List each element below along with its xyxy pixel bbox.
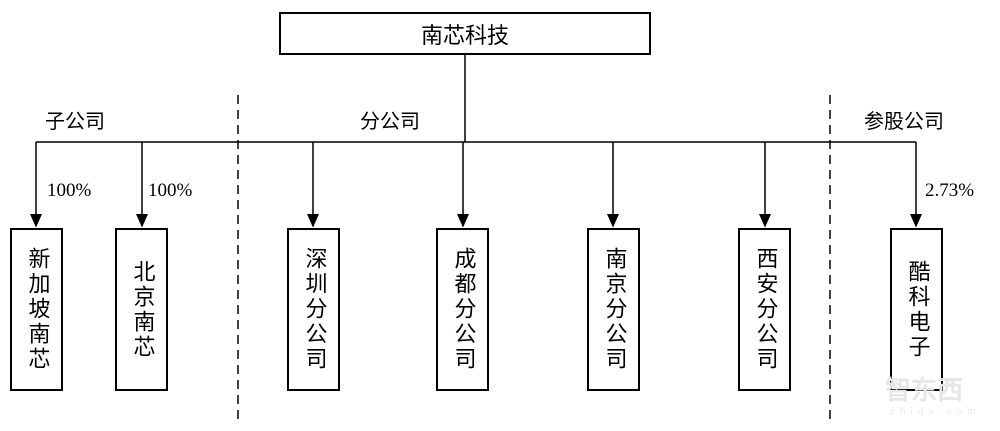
watermark-logo: 智东西 <box>885 376 964 406</box>
node-nanjing-branch: 南京分公司 <box>587 228 640 391</box>
root-node: 南芯科技 <box>279 12 651 55</box>
node-kuke: 酷科电子 <box>890 228 943 391</box>
node-shenzhen-branch: 深圳分公司 <box>287 228 340 391</box>
node-chengdu-branch: 成都分公司 <box>436 228 489 391</box>
arrows <box>30 142 922 228</box>
node-xian-branch: 西安分公司 <box>738 228 791 391</box>
node-singapore: 新加坡南芯 <box>10 228 63 391</box>
ownership-pct: 2.73% <box>925 180 975 201</box>
group-label-branch: 分公司 <box>360 109 420 133</box>
ownership-pct: 100% <box>47 180 92 201</box>
group-label-equity: 参股公司 <box>864 109 944 133</box>
node-beijing: 北京南芯 <box>115 228 168 391</box>
watermark-url: zhidx.com <box>890 407 982 417</box>
group-label-subsidiary: 子公司 <box>45 109 105 133</box>
ownership-pct: 100% <box>148 180 193 201</box>
